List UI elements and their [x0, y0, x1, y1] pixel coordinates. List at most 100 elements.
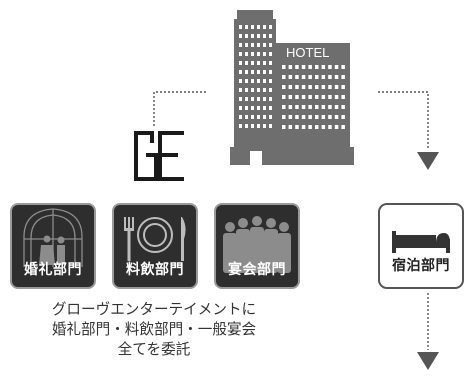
- building-window: [301, 105, 306, 109]
- building-window: [301, 75, 306, 79]
- building-window: [295, 105, 299, 109]
- building-window: [245, 124, 248, 128]
- building-window: [308, 65, 312, 69]
- building-window: [245, 43, 248, 47]
- building-window: [269, 52, 272, 56]
- person-head: [225, 222, 235, 232]
- building-window: [295, 85, 299, 89]
- food-beverage-department-card: 料飲部門: [112, 203, 198, 289]
- building-window: [282, 125, 286, 129]
- banquet-department-card: 宴会部門: [214, 203, 300, 289]
- building-window: [239, 79, 242, 83]
- building-window: [263, 34, 266, 38]
- building-window: [251, 88, 254, 92]
- building-window: [245, 97, 248, 101]
- building-window: [321, 75, 326, 79]
- building-window: [315, 105, 319, 109]
- building-window: [251, 106, 254, 110]
- caption-line-1: グローヴエンターテイメントに: [51, 301, 257, 318]
- building-window: [301, 125, 306, 129]
- building-window: [301, 65, 306, 69]
- building-window: [251, 70, 254, 74]
- building-window: [263, 25, 266, 29]
- caption-line-2: 婚礼部門・料飲部門・一般宴会: [51, 321, 257, 338]
- building-window: [301, 95, 306, 99]
- building-window: [328, 65, 332, 69]
- building-window: [315, 65, 319, 69]
- building-window: [341, 85, 345, 89]
- building-window: [239, 70, 242, 74]
- building-window: [245, 88, 248, 92]
- building-window: [251, 52, 254, 56]
- hotel-door: [250, 151, 262, 165]
- arrow-down-icon: [417, 352, 439, 370]
- building-window: [328, 85, 332, 89]
- person-head: [279, 222, 289, 232]
- building-window: [245, 34, 248, 38]
- person-body: [223, 233, 237, 273]
- building-window: [341, 125, 345, 129]
- caption-text: グローヴエンターテイメントに 婚礼部門・料飲部門・一般宴会 全てを委託: [6, 300, 302, 360]
- ge-logo: GE: [134, 131, 184, 181]
- building-window: [263, 52, 266, 56]
- person-body: [250, 227, 264, 273]
- building-window: [239, 52, 242, 56]
- bed-icon: [392, 231, 450, 253]
- person-body: [264, 229, 278, 273]
- building-window: [328, 125, 332, 129]
- building-window: [257, 43, 260, 47]
- building-window: [239, 97, 242, 101]
- building-window: [288, 95, 293, 99]
- building-window: [245, 79, 248, 83]
- building-window: [251, 97, 254, 101]
- accommodation-department-card: 宿泊部門: [378, 203, 464, 289]
- building-window: [269, 61, 272, 65]
- building-window: [257, 61, 260, 65]
- building-window: [282, 85, 286, 89]
- person-head: [238, 218, 248, 228]
- building-window: [251, 124, 254, 128]
- building-window: [257, 70, 260, 74]
- building-window: [334, 75, 339, 79]
- building-window: [269, 106, 272, 110]
- building-window: [257, 34, 260, 38]
- banquet-people-icon: [223, 216, 291, 273]
- building-window: [245, 106, 248, 110]
- person-body: [236, 229, 250, 273]
- building-window: [251, 25, 254, 29]
- building-window: [263, 43, 266, 47]
- building-window: [334, 65, 339, 69]
- building-window: [295, 95, 299, 99]
- hotel-building-icon: HOTEL: [230, 10, 354, 165]
- building-window: [308, 105, 312, 109]
- building-window: [341, 115, 345, 119]
- accommodation-department-label: 宿泊部門: [392, 258, 450, 274]
- building-window: [328, 75, 332, 79]
- arrow-down-icon: [417, 152, 439, 170]
- building-window: [321, 125, 326, 129]
- wedding-department-label: 婚礼部門: [24, 262, 82, 278]
- building-window: [288, 65, 293, 69]
- building-window: [251, 34, 254, 38]
- building-window: [269, 79, 272, 83]
- building-window: [257, 106, 260, 110]
- building-window: [315, 95, 319, 99]
- building-window: [257, 124, 260, 128]
- building-window: [239, 61, 242, 65]
- building-window: [295, 65, 299, 69]
- plate-cutlery-icon: [124, 217, 186, 261]
- building-window: [288, 105, 293, 109]
- building-window: [263, 70, 266, 74]
- building-window: [282, 115, 286, 119]
- wedding-department-card: 婚礼部門: [10, 203, 96, 289]
- building-window: [301, 115, 306, 119]
- building-window: [251, 115, 254, 119]
- building-window: [263, 115, 266, 119]
- building-window: [269, 34, 272, 38]
- building-window: [269, 97, 272, 101]
- left-dotted-connector: [153, 91, 206, 126]
- building-window: [334, 85, 339, 89]
- building-window: [308, 75, 312, 79]
- building-window: [257, 97, 260, 101]
- building-window: [308, 95, 312, 99]
